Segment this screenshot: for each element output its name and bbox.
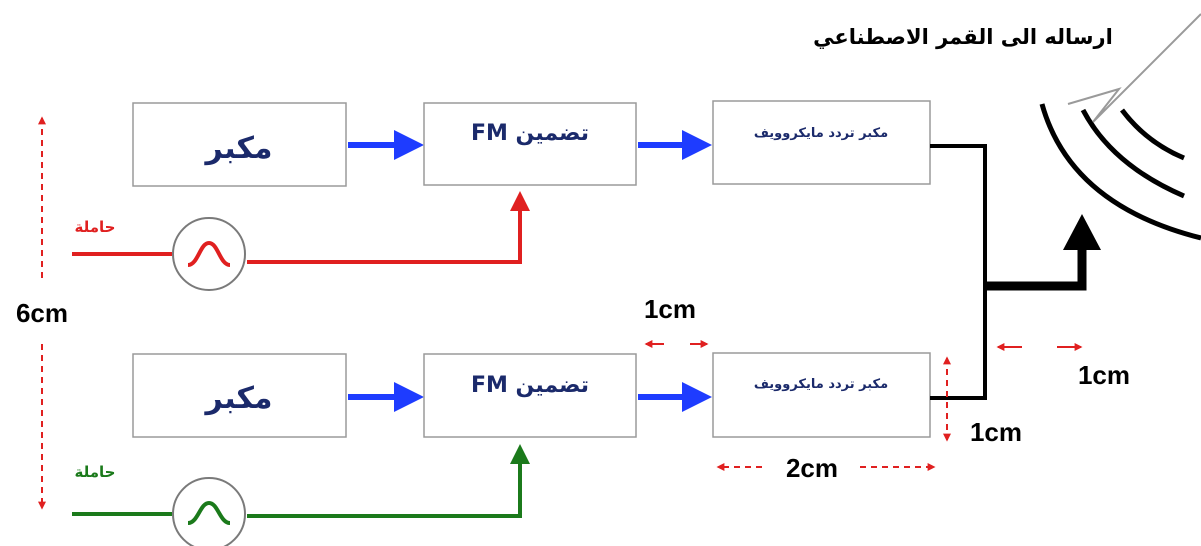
bottom-amplifier-block: [132, 353, 347, 438]
bottom-chain: مكبر تضمين FM مكبر تردد مايكروويف حاملة: [72, 352, 931, 546]
bottom-amplifier-label: مكبر: [204, 381, 273, 416]
gap-dimension-label: 1cm: [644, 294, 696, 324]
bottom-carrier-line-to-fm: [247, 444, 530, 518]
block-height-label: 1cm: [970, 417, 1022, 447]
bottom-output-line: [930, 286, 987, 400]
top-carrier-line-to-fm: [247, 191, 530, 264]
feed-arrowhead: [1063, 214, 1101, 250]
top-carrier-label: حاملة: [75, 218, 116, 236]
top-amplifier-label: مكبر: [204, 131, 273, 166]
top-microwave-block: [712, 100, 931, 185]
bottom-oscillator-icon: [172, 477, 246, 546]
bottom-fm-label: تضمين FM: [471, 373, 589, 398]
satellite-dish-icon: [1039, 13, 1201, 241]
top-chain: مكبر تضمين FM مكبر تردد مايكروويف حاملة: [72, 100, 931, 291]
output-combiner: [930, 144, 1101, 400]
top-output-line: [930, 144, 987, 286]
top-fm-label: تضمين FM: [471, 121, 589, 146]
transmission-signal-icon: [1067, 13, 1201, 123]
top-oscillator-icon: [172, 217, 246, 291]
bottom-fm-block: [423, 353, 637, 438]
dimension-annotations: 6cm 1cm 1cm 1cm 2cm: [16, 116, 1130, 510]
block-width-label: 2cm: [786, 453, 838, 483]
top-microwave-label: مكبر تردد مايكروويف: [754, 126, 888, 141]
bottom-carrier-label: حاملة: [75, 463, 116, 481]
top-fm-block: [423, 102, 637, 186]
bottom-microwave-block: [712, 352, 931, 438]
bottom-microwave-label: مكبر تردد مايكروويف: [754, 377, 888, 392]
output-gap-label: 1cm: [1078, 360, 1130, 390]
height-dimension-label: 6cm: [16, 298, 68, 328]
top-amplifier-block: [132, 102, 347, 187]
combined-feed-line: [985, 248, 1087, 291]
satellite-label: ارساله الى القمر الاصطناعي: [813, 25, 1113, 49]
